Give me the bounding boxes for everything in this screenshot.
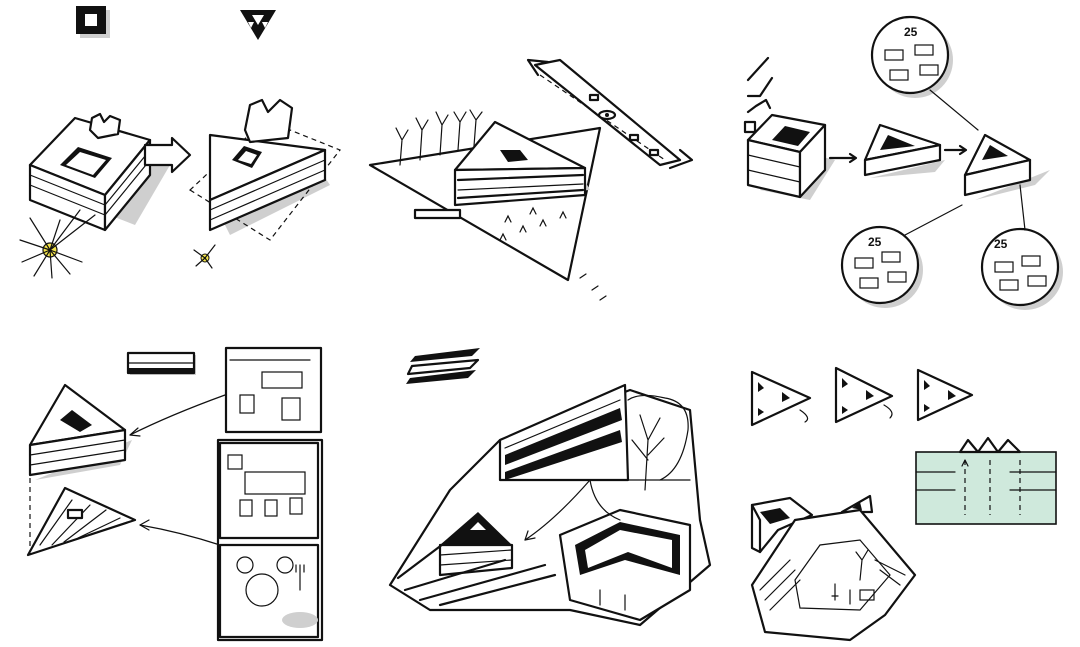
bubble-right: 25 (980, 184, 1063, 310)
pedestrian-arrows (499, 206, 607, 301)
hatched-triangle (26, 486, 137, 557)
bubble-top-label: 25 (904, 25, 918, 39)
sun-icon (19, 209, 96, 279)
mint-section (915, 436, 1057, 525)
panel-bottom-left (26, 346, 324, 642)
panel-bottom-center (388, 348, 712, 627)
panel-top-center (368, 58, 694, 301)
eye-icon (597, 109, 617, 121)
triangle-block (863, 123, 945, 178)
courtyard-section (558, 508, 692, 622)
center-building (453, 120, 590, 207)
triangle-building-sketch (189, 98, 341, 269)
elevation-building (498, 383, 691, 482)
bubble-left-label: 25 (868, 235, 882, 249)
rotating-triangle-3 (916, 368, 974, 422)
layer-strip (126, 351, 196, 375)
transform-arrow (143, 136, 192, 174)
square-frame-icon (76, 6, 110, 38)
triangle-block-2 (963, 133, 1050, 200)
bubble-left: 25 (840, 204, 963, 308)
process-pieces (743, 56, 774, 134)
floating-layers-icon (406, 348, 480, 384)
road-with-arrows (526, 58, 694, 170)
rotating-triangle-1 (750, 370, 812, 427)
trees-left (395, 109, 483, 166)
bus (413, 208, 462, 220)
tree (627, 394, 689, 491)
bubble-top: 25 (870, 15, 979, 131)
courtyard-block (750, 496, 814, 554)
rotating-triangle-2 (834, 366, 894, 424)
panel-top-left (19, 6, 341, 279)
dark-triangle-block (396, 512, 557, 607)
panel-top-right: 25 25 25 (743, 15, 1063, 310)
triangle-frame-icon (240, 10, 276, 40)
panel-bottom-right (750, 366, 1057, 642)
square-building-sketch (19, 112, 170, 279)
frame-office (224, 346, 323, 434)
square-block (746, 113, 835, 200)
bubble-right-label: 25 (994, 237, 1008, 251)
arrow-top (129, 394, 226, 436)
frame-meeting-stack (216, 438, 324, 642)
atrium-plan (750, 508, 917, 642)
triangle-stack (28, 383, 132, 480)
arrow-bottom (139, 524, 221, 546)
